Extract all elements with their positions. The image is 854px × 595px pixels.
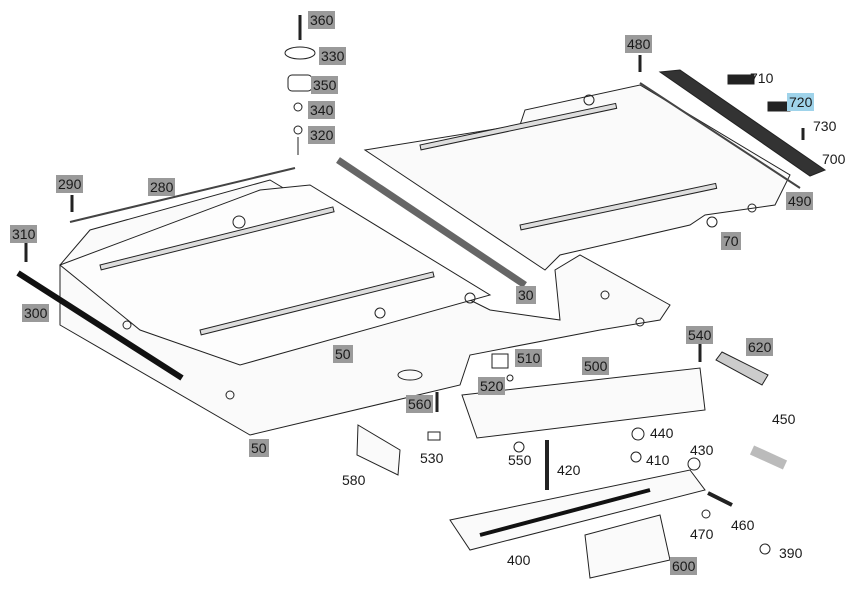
plug-320: [293, 125, 303, 135]
clip-460: [707, 491, 733, 507]
nut-440: [631, 427, 645, 441]
label-560: 560: [406, 395, 434, 413]
floor-panel-50-inner: [59, 184, 492, 366]
panel-hole: [225, 390, 235, 400]
screw-390: [759, 543, 771, 555]
panel-hole: [600, 290, 610, 300]
label-320: 320: [308, 126, 336, 144]
panel-rail: [519, 182, 718, 231]
label-50-lower: 50: [249, 439, 269, 457]
block-600: [584, 514, 671, 579]
label-390: 390: [779, 545, 803, 561]
label-30: 30: [516, 286, 536, 304]
strip-280: [69, 167, 296, 223]
nut-350: [287, 74, 313, 92]
nut-550: [513, 441, 525, 453]
screw-470: [701, 509, 711, 519]
plug-340: [293, 102, 303, 112]
floor-panel-70: [363, 84, 791, 271]
label-540: 540: [686, 326, 714, 344]
label-330: 330: [319, 47, 347, 65]
label-490: 490: [786, 192, 814, 210]
label-600: 600: [670, 557, 698, 575]
label-530: 530: [420, 450, 444, 466]
label-720: 720: [787, 93, 815, 111]
clip-510: [491, 353, 509, 369]
bracket-580: [356, 424, 401, 476]
washer-330: [284, 46, 316, 60]
panel-hole: [374, 307, 386, 319]
panel-hole: [122, 320, 132, 330]
label-460: 460: [731, 517, 755, 533]
trim-700: [658, 69, 827, 177]
label-550: 550: [508, 452, 532, 468]
seal-strip-30: [336, 157, 527, 288]
label-400: 400: [507, 552, 531, 568]
label-450: 450: [772, 411, 796, 427]
panel-hole: [706, 216, 718, 228]
tube-450: [749, 445, 788, 470]
label-580: 580: [342, 472, 366, 488]
label-360: 360: [308, 11, 336, 29]
label-310: 310: [10, 225, 38, 243]
panel-hole: [232, 215, 246, 229]
label-420: 420: [557, 462, 581, 478]
label-300: 300: [22, 304, 50, 322]
panel-hole: [747, 203, 757, 213]
label-620: 620: [746, 338, 774, 356]
cover-500: [461, 367, 706, 439]
label-280: 280: [148, 178, 176, 196]
label-350: 350: [311, 76, 339, 94]
label-470: 470: [690, 526, 714, 542]
label-290: 290: [56, 175, 84, 193]
panel-hole: [583, 94, 595, 106]
label-500: 500: [582, 357, 610, 375]
panel-rail: [199, 271, 435, 336]
strip-490: [639, 82, 801, 189]
label-440: 440: [650, 425, 674, 441]
panel-rail: [419, 102, 618, 151]
plug-530: [427, 431, 441, 441]
panel-rail: [99, 206, 335, 271]
panel-hole: [635, 317, 645, 327]
panel-hole: [397, 369, 423, 381]
panel-hole: [464, 292, 476, 304]
label-340: 340: [308, 101, 336, 119]
bracket-620: [715, 351, 769, 386]
label-710: 710: [750, 70, 774, 86]
label-430: 430: [690, 442, 714, 458]
seal-300: [16, 270, 184, 381]
cap-430: [687, 457, 701, 471]
clip-710: [727, 74, 755, 85]
label-480: 480: [625, 35, 653, 53]
label-410: 410: [646, 452, 670, 468]
screw-410: [630, 451, 642, 463]
label-510: 510: [515, 349, 543, 367]
label-50-upper: 50: [333, 345, 353, 363]
label-520: 520: [478, 377, 506, 395]
label-730: 730: [813, 118, 837, 134]
pin-520: [506, 374, 514, 382]
label-70: 70: [721, 232, 741, 250]
label-700: 700: [822, 151, 846, 167]
